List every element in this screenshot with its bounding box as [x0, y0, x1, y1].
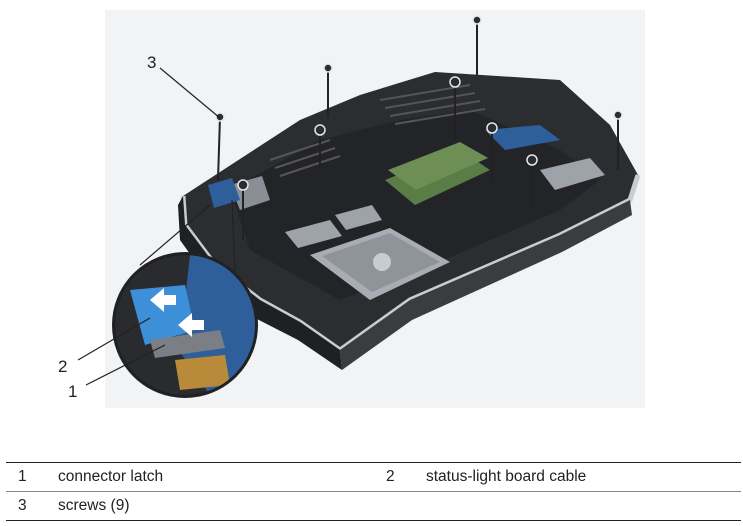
callout-2: 2: [58, 357, 67, 376]
screw-icon: [472, 15, 482, 25]
chassis-side-wall: [178, 196, 342, 370]
connector-body: [175, 355, 230, 390]
legend-number: 3: [6, 491, 58, 521]
screw-icon: [237, 179, 249, 191]
laptop-figure: 3 2 1: [58, 10, 645, 408]
screw-icon: [526, 154, 538, 166]
memory-module-upper: [388, 142, 488, 190]
screw-icon: [215, 112, 225, 122]
status-light-board-cable: [130, 285, 195, 345]
screw-icon: [613, 110, 623, 120]
chassis-front-wall: [340, 200, 632, 370]
legend-number: 2: [376, 462, 426, 492]
legend-label: status-light board cable: [426, 462, 741, 492]
screw-leaders: [217, 20, 619, 240]
zoom-line: [139, 204, 211, 266]
screw-icon: [323, 63, 333, 73]
metal-pad-3: [540, 158, 605, 190]
connector-latch: [150, 330, 225, 358]
legend-number: [376, 491, 426, 521]
legend-label: connector latch: [58, 462, 376, 492]
hard-drive-spindle: [373, 253, 391, 271]
screws: [215, 15, 623, 191]
screw-icon: [449, 76, 461, 88]
wireless-board: [485, 125, 560, 150]
legend-label: screws (9): [58, 491, 376, 521]
callout-2-leader: [77, 317, 151, 361]
arrow-icon: [150, 288, 204, 337]
legend-label: [426, 491, 741, 521]
metal-pad-1: [285, 220, 342, 248]
legend-row: 1 connector latch 2 status-light board c…: [6, 462, 741, 492]
legend-row: 3 screws (9): [6, 491, 741, 521]
screw-icon: [486, 122, 498, 134]
callout-1-leader: [85, 344, 166, 386]
metal-pad-2: [335, 205, 382, 230]
legend-number: 1: [6, 462, 58, 492]
callout-3-leader: [159, 67, 221, 119]
callout-1: 1: [68, 382, 77, 401]
screw-icon: [314, 124, 326, 136]
callout-legend-table: 1 connector latch 2 status-light board c…: [6, 462, 741, 521]
callout-3: 3: [147, 53, 156, 72]
laptop-base-illustration: 3 2 1: [58, 10, 645, 408]
magnified-inset: [112, 252, 258, 398]
